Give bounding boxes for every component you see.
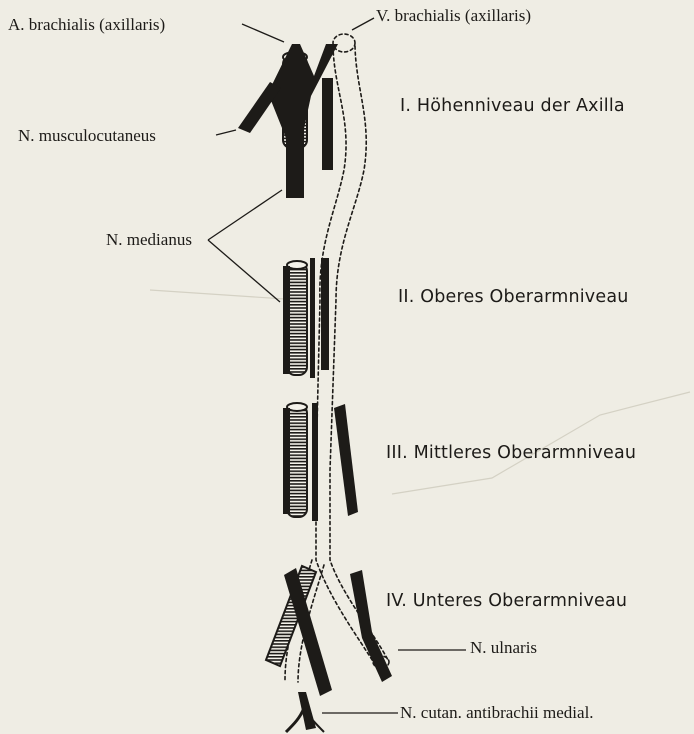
leader-n-musculocutaneus: [216, 130, 236, 135]
label-n-medianus: N. medianus: [106, 230, 192, 250]
label-n-ulnaris: N. ulnaris: [470, 638, 537, 658]
level-label-2: II. Oberes Oberarmniveau: [398, 287, 629, 307]
leader-a-brachialis: [242, 24, 284, 42]
n-cutan-nerve: [298, 692, 316, 730]
level-label-4: IV. Unteres Oberarmniveau: [386, 591, 627, 611]
level-label-1: I. Höhenniveau der Axilla: [400, 96, 625, 116]
leader-n-medianus-upper: [208, 190, 282, 240]
leader-v-brachialis: [352, 18, 374, 30]
label-v-brachialis: V. brachialis (axillaris): [376, 6, 531, 26]
leader-n-medianus-lower: [208, 240, 280, 302]
paper-stain: [150, 290, 690, 494]
level-3-structures: [283, 403, 358, 521]
label-n-cutan: N. cutan. antibrachii medial.: [400, 703, 594, 723]
label-a-brachialis: A. brachialis (axillaris): [8, 15, 165, 35]
level-label-3: III. Mittleres Oberarmniveau: [386, 443, 636, 463]
label-n-musculocutaneus: N. musculocutaneus: [18, 126, 156, 146]
level-1-structures: [238, 44, 338, 198]
level-2-structures: [283, 258, 329, 378]
